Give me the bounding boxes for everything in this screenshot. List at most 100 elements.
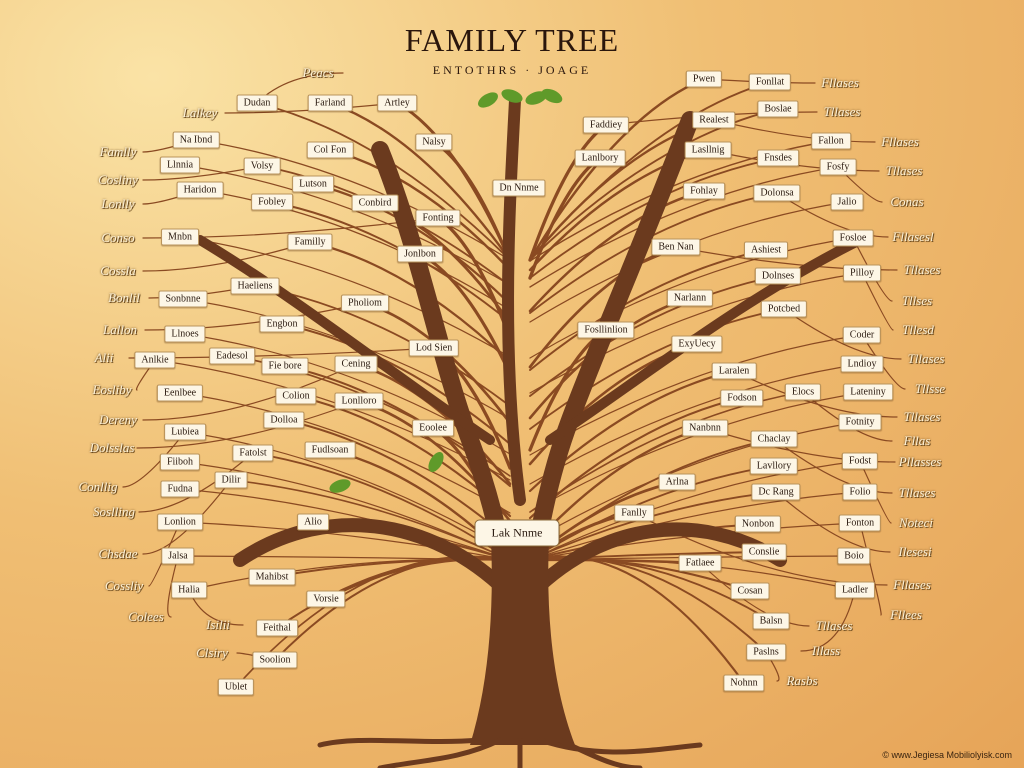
branch-line	[179, 488, 511, 561]
person-node[interactable]: Dudan	[236, 94, 278, 112]
person-node[interactable]: Eadesol	[209, 347, 255, 365]
person-node[interactable]: Jalsa	[161, 547, 195, 565]
person-node[interactable]: Fudlsoan	[304, 441, 356, 459]
person-node[interactable]: Halia	[171, 581, 207, 599]
person-node[interactable]: Fosfy	[819, 158, 857, 176]
person-node[interactable]: Dolloa	[263, 411, 305, 429]
person-node[interactable]: Lutson	[292, 175, 334, 193]
person-node[interactable]: Arlna	[658, 473, 696, 491]
person-node[interactable]: Fudna	[160, 480, 200, 498]
person-node[interactable]: Boslae	[757, 100, 799, 118]
person-node[interactable]: Cosan	[730, 582, 770, 600]
person-node[interactable]: Lasllnig	[684, 141, 732, 159]
person-node[interactable]: Nonbon	[734, 515, 782, 533]
person-node[interactable]: Ladler	[834, 581, 876, 599]
person-node[interactable]: Chaclay	[750, 430, 798, 448]
top-person-node[interactable]: Dn Nnme	[492, 179, 546, 197]
person-node[interactable]: Mnbn	[161, 228, 199, 246]
person-node[interactable]: Engbon	[259, 315, 305, 333]
root	[537, 737, 703, 755]
person-node[interactable]: Feithal	[256, 619, 298, 637]
person-node[interactable]: Na Ibnd	[172, 131, 220, 149]
person-node[interactable]: Col Fon	[306, 141, 354, 159]
person-node[interactable]: Mahibst	[248, 568, 296, 586]
person-node[interactable]: Fie bore	[261, 357, 309, 375]
twig-line	[859, 522, 882, 616]
leaf-label: Pllasses	[898, 454, 942, 469]
person-node[interactable]: Fodson	[720, 389, 764, 407]
person-node[interactable]: Fosllinlion	[577, 321, 635, 339]
person-node[interactable]: Lateniny	[843, 383, 893, 401]
person-node[interactable]: Folio	[842, 483, 878, 501]
person-node[interactable]: Lavllory	[749, 457, 799, 475]
person-node[interactable]: Fatolst	[232, 444, 274, 462]
person-node[interactable]: Nalsy	[415, 133, 453, 151]
person-node[interactable]: Fotnity	[838, 413, 882, 431]
person-node[interactable]: Conslie	[741, 543, 787, 561]
person-node[interactable]: Fnsdes	[757, 149, 799, 167]
person-node[interactable]: Colion	[275, 387, 317, 405]
person-node[interactable]: Llnnia	[159, 156, 201, 174]
person-node[interactable]: Lonlion	[157, 513, 203, 531]
person-node[interactable]: Dolonsa	[753, 184, 801, 202]
branch-line	[271, 201, 511, 323]
person-node[interactable]: Fonting	[415, 209, 461, 227]
person-node[interactable]: Alio	[297, 513, 329, 531]
person-node[interactable]: Soolion	[252, 651, 298, 669]
person-node[interactable]: Nohnn	[723, 674, 765, 692]
person-node[interactable]: Sonbnne	[158, 290, 208, 308]
person-node[interactable]: Lubiea	[164, 423, 206, 441]
person-node[interactable]: Lod Sien	[408, 339, 460, 357]
person-node[interactable]: Elocs	[784, 383, 822, 401]
person-node[interactable]: Haeliens	[230, 277, 280, 295]
person-node[interactable]: Lonlloro	[334, 392, 384, 410]
person-node[interactable]: Realest	[692, 111, 736, 129]
person-node[interactable]: Paslns	[746, 643, 786, 661]
person-node[interactable]: Fonllat	[748, 73, 792, 91]
person-node[interactable]: Fonton	[838, 514, 882, 532]
person-node[interactable]: Fodst	[841, 452, 879, 470]
root-person-node[interactable]: Lak Nnme	[474, 519, 560, 547]
person-node[interactable]: Ashiest	[744, 241, 788, 259]
person-node[interactable]: Dilir	[214, 471, 248, 489]
person-node[interactable]: Haridon	[176, 181, 224, 199]
person-node[interactable]: Artley	[377, 94, 417, 112]
person-node[interactable]: Vorsie	[306, 590, 346, 608]
person-node[interactable]: Ben Nan	[651, 238, 701, 256]
person-node[interactable]: Volsy	[243, 157, 281, 175]
person-node[interactable]: Lanlbory	[574, 149, 626, 167]
person-node[interactable]: Dc Rang	[751, 483, 801, 501]
person-node[interactable]: Pholiom	[341, 294, 389, 312]
person-node[interactable]: Familly	[287, 233, 333, 251]
person-node[interactable]: Laralen	[711, 362, 757, 380]
person-node[interactable]: Fosloe	[832, 229, 874, 247]
person-node[interactable]: Nanbnn	[682, 419, 728, 437]
person-node[interactable]: Llnoes	[164, 325, 206, 343]
person-node[interactable]: Balsn	[752, 612, 790, 630]
person-node[interactable]: Ublet	[217, 678, 255, 696]
person-node[interactable]: Eoolee	[412, 419, 454, 437]
person-node[interactable]: Eenlbee	[156, 384, 204, 402]
person-node[interactable]: Jonlbon	[397, 245, 443, 263]
person-node[interactable]: Anlkie	[134, 351, 176, 369]
person-node[interactable]: Boio	[837, 547, 871, 565]
person-node[interactable]: Cening	[334, 355, 378, 373]
person-node[interactable]: Farland	[307, 94, 353, 112]
person-node[interactable]: Fiiboh	[159, 453, 201, 471]
person-node[interactable]: Fohlay	[683, 182, 725, 200]
person-node[interactable]: Potcbed	[760, 300, 808, 318]
person-node[interactable]: Narlann	[666, 289, 714, 307]
person-node[interactable]: Fobley	[251, 193, 293, 211]
person-node[interactable]: Pwen	[685, 70, 723, 88]
person-node[interactable]: Fanlly	[614, 504, 654, 522]
person-node[interactable]: Conbird	[351, 194, 399, 212]
person-node[interactable]: Jalio	[830, 193, 864, 211]
person-node[interactable]: Coder	[842, 326, 882, 344]
person-node[interactable]: Lndioy	[840, 355, 884, 373]
person-node[interactable]: Dolnses	[754, 267, 802, 285]
person-node[interactable]: ExyUecy	[671, 335, 723, 353]
person-node[interactable]: Fallon	[811, 132, 851, 150]
person-node[interactable]: Pilloy	[843, 264, 881, 282]
person-node[interactable]: Fatlaee	[678, 554, 722, 572]
person-node[interactable]: Faddiey	[582, 116, 630, 134]
